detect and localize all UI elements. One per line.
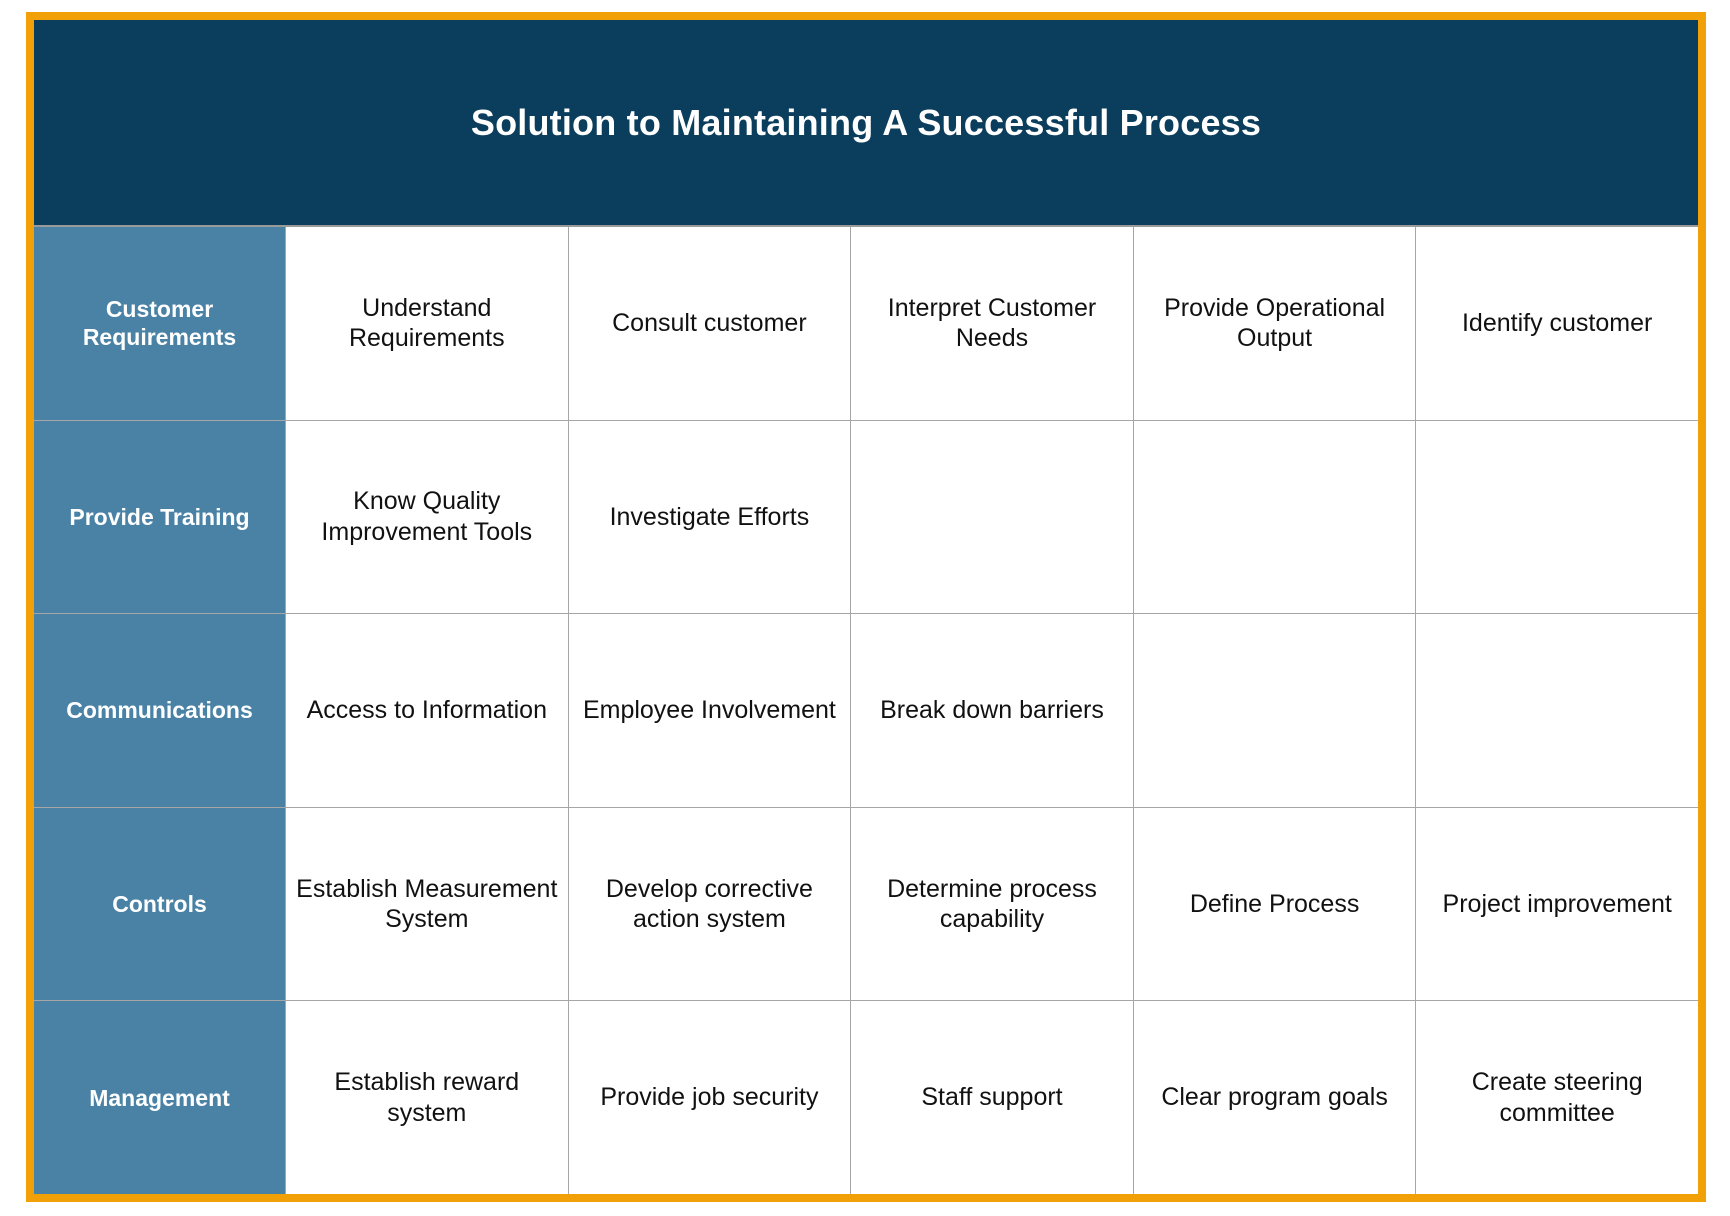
cell-r2-c1: Know Quality Improvement Tools [286, 420, 569, 614]
page-title: Solution to Maintaining A Successful Pro… [470, 101, 1262, 143]
cell-r5-c2: Provide job security [568, 1001, 852, 1194]
cell-r3-c3: Break down barriers [851, 614, 1134, 807]
table-row: Provide Training Know Quality Improvemen… [34, 420, 1698, 615]
cell-r4-c2: Develop corrective action system [568, 807, 852, 1001]
cell-r5-c1: Establish reward system [286, 1001, 569, 1194]
row-header-communications: Communications [34, 614, 286, 807]
cell-r4-c4: Define Process [1133, 807, 1417, 1001]
cell-r2-c5 [1416, 420, 1698, 614]
table-row: Communications Access to Information Emp… [34, 614, 1698, 808]
cell-r1-c1: Understand Requirements [286, 227, 569, 420]
cell-r4-c5: Project improvement [1416, 807, 1698, 1001]
table-row: Management Establish reward system Provi… [34, 1001, 1698, 1194]
matrix-grid: Customer Requirements Understand Require… [34, 227, 1698, 1194]
row-header-management: Management [34, 1001, 286, 1194]
cell-r1-c4: Provide Operational Output [1133, 227, 1417, 420]
table-row: Customer Requirements Understand Require… [34, 227, 1698, 421]
cell-r2-c4 [1133, 420, 1417, 614]
cell-r1-c3: Interpret Customer Needs [851, 227, 1134, 420]
row-cells: Understand Requirements Consult customer… [286, 227, 1698, 420]
row-header-customer-requirements: Customer Requirements [34, 227, 286, 420]
cell-r5-c4: Clear program goals [1133, 1001, 1417, 1194]
cell-r3-c5 [1416, 614, 1698, 807]
row-cells: Access to Information Employee Involveme… [286, 614, 1698, 807]
cell-r5-c3: Staff support [851, 1001, 1134, 1194]
cell-r2-c3 [851, 420, 1134, 614]
solution-matrix: Solution to Maintaining A Successful Pro… [34, 20, 1698, 1194]
cell-r2-c2: Investigate Efforts [568, 420, 852, 614]
cell-r5-c5: Create steering committee [1416, 1001, 1698, 1194]
row-header-provide-training: Provide Training [34, 420, 286, 614]
row-cells: Establish reward system Provide job secu… [286, 1001, 1698, 1194]
title-banner: Solution to Maintaining A Successful Pro… [34, 20, 1698, 227]
cell-r3-c1: Access to Information [286, 614, 569, 807]
cell-r1-c2: Consult customer [568, 227, 852, 420]
cell-r4-c1: Establish Measurement System [286, 807, 569, 1001]
row-cells: Know Quality Improvement Tools Investiga… [286, 420, 1698, 614]
table-row: Controls Establish Measurement System De… [34, 807, 1698, 1002]
matrix-frame: Solution to Maintaining A Successful Pro… [26, 12, 1706, 1202]
cell-r1-c5: Identify customer [1416, 227, 1698, 420]
cell-r3-c4 [1133, 614, 1417, 807]
cell-r4-c3: Determine process capability [851, 807, 1134, 1001]
row-header-controls: Controls [34, 807, 286, 1001]
cell-r3-c2: Employee Involvement [568, 614, 852, 807]
row-cells: Establish Measurement System Develop cor… [286, 807, 1698, 1001]
